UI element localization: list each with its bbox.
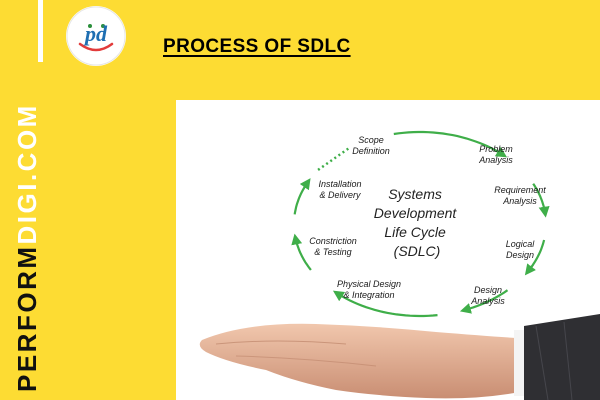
stage-label-1-line-1: Scope [358, 135, 384, 145]
cycle-arrows [291, 130, 550, 318]
open-palm-hand [199, 314, 600, 400]
cycle-arrow-2 [532, 183, 550, 218]
pd-logo-icon: pd [66, 6, 126, 66]
stage-label-4-line-1: Logical [506, 239, 536, 249]
cycle-arrow-3 [524, 239, 546, 276]
stage-label-4-line-2: Design [506, 250, 534, 260]
stage-label-6: Physical Design& Integration [337, 279, 401, 300]
cycle-arrow-4 [459, 289, 509, 314]
stage-label-8-line-2: & Delivery [319, 190, 361, 200]
stage-label-2-line-1: Problem [479, 144, 513, 154]
logo-text: pd [83, 21, 108, 46]
center-line-3: Life Cycle [384, 224, 446, 240]
accent-divider [38, 0, 43, 62]
cycle-arrow-7 [293, 178, 311, 215]
cycle-arrow-5 [332, 290, 438, 318]
brand-part-1: PERFORM [12, 244, 42, 393]
center-line-1: Systems [388, 186, 442, 202]
stage-label-3-line-1: Requirement [494, 185, 546, 195]
stage-label-3-line-2: Analysis [502, 196, 537, 206]
cycle-arrow-dotted [317, 146, 351, 171]
brand-part-2: DIGI.COM [12, 103, 42, 245]
stage-label-7-line-1: Constriction [309, 236, 357, 246]
stage-label-7-line-2: & Testing [314, 247, 351, 257]
stage-label-1-line-2: Definition [352, 146, 390, 156]
stage-label-5-line-2: Analysis [470, 296, 505, 306]
center-line-4: (SDLC) [394, 243, 441, 259]
stage-label-5-line-1: Design [474, 285, 502, 295]
cycle-arrow-6 [291, 233, 312, 271]
stage-label-8-line-1: Installation [318, 179, 361, 189]
page-title: PROCESS OF SDLC [163, 36, 351, 57]
stage-label-6-line-2: & Integration [343, 290, 394, 300]
brand-vertical-text: PERFORMDIGI.COM [12, 103, 43, 392]
stage-label-2-line-2: Analysis [478, 155, 513, 165]
stage-label-6-line-1: Physical Design [337, 279, 401, 289]
center-title: Systems Development Life Cycle (SDLC) [374, 186, 460, 259]
stage-label-7: Constriction& Testing [309, 236, 357, 257]
stage-label-8: Installation& Delivery [318, 179, 361, 200]
center-line-2: Development [374, 205, 458, 221]
logo-graphic: pd [66, 6, 126, 66]
cycle-arrow-1 [393, 130, 508, 158]
